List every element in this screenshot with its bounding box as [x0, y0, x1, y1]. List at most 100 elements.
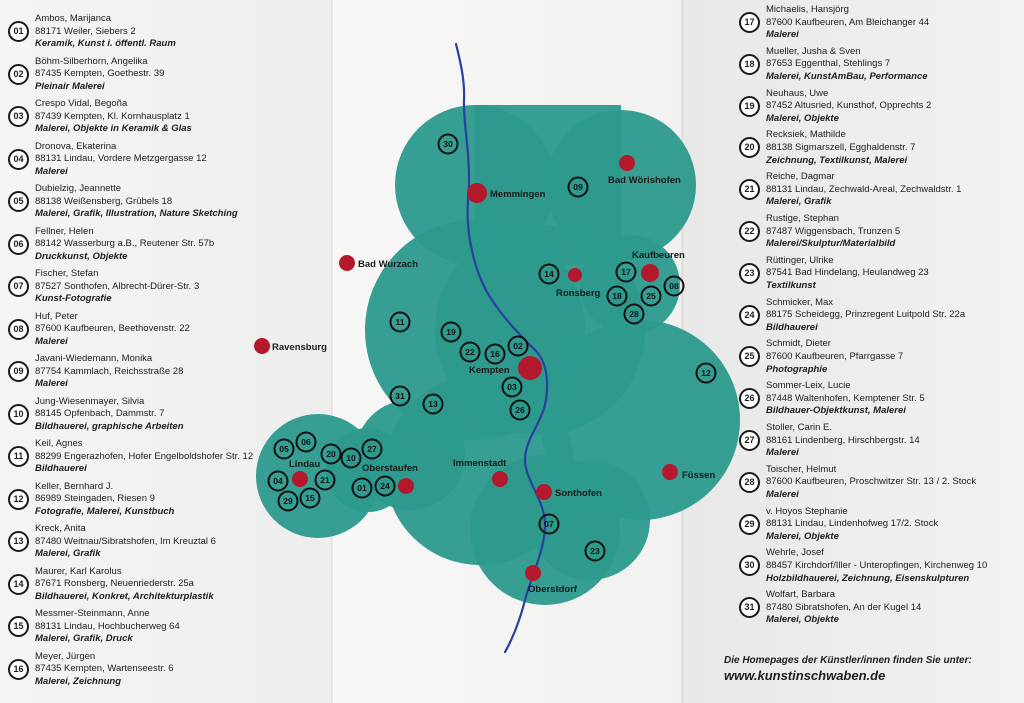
map-artist-marker: 29	[277, 490, 299, 512]
map-artist-marker: 15	[299, 487, 321, 509]
city-dot	[398, 478, 414, 494]
map-artist-marker: 31	[389, 385, 411, 407]
city-dot	[467, 183, 487, 203]
artist-name: Maurer, Karl Karolus	[35, 565, 122, 577]
artist-address: 87435 Kempten, Goethestr. 39	[35, 68, 165, 80]
marker-ring	[267, 470, 289, 492]
artist-description: Bildhauerei, Konkret, Architekturplastik	[35, 590, 214, 602]
artist-number-badge: 05	[8, 191, 29, 212]
artist-description: Bildhauerei	[35, 463, 87, 475]
artist-description: Malerei, Objekte	[766, 530, 839, 542]
artist-address: 87671 Ronsberg, Neuenriederstr. 25a	[35, 578, 194, 590]
artist-name: Rüttinger, Ulrike	[766, 254, 834, 266]
artist-number-badge: 14	[8, 573, 29, 595]
map-artist-marker: 25	[640, 285, 662, 307]
artist-name: Dronova, Ekaterina	[35, 140, 117, 152]
marker-number: 19	[446, 327, 456, 337]
map-artist-marker: 02	[507, 335, 529, 357]
marker-number: 05	[279, 444, 289, 454]
city-dot	[292, 471, 308, 487]
map-artist-marker: 24	[374, 475, 396, 497]
artist-address: 88161 Lindenberg, Hirschbergstr. 14	[766, 434, 920, 446]
artist-number-badge: 02	[8, 63, 29, 85]
map-artist-marker: 22	[459, 341, 481, 363]
map-artist-marker: 21	[314, 469, 336, 491]
artist-number-badge: 21	[739, 179, 760, 201]
artist-address: 87541 Bad Hindelang, Heulandweg 23	[766, 267, 929, 279]
artist-name: Kreck, Anita	[35, 523, 86, 534]
artist-description: Malerei	[766, 447, 799, 459]
artist-address: 87487 Wiggensbach, Trunzen 5	[766, 225, 901, 237]
artist-address: 88142 Wasserburg a.B., Reutener Str. 57b	[35, 238, 215, 250]
artist-name: Crespo Vidal, Begoña	[35, 98, 128, 109]
artist-address: 87480 Weitnau/Sibratshofen, Im Kreuztal …	[35, 535, 216, 547]
artist-number-badge: 07	[8, 276, 29, 297]
footer-text: Die Homepages der Künstler/innen finden …	[724, 655, 972, 666]
city-dot	[619, 155, 635, 171]
artist-address: 88131 Lindau, Hochbucherweg 64	[35, 620, 180, 632]
artist-address: 88299 Engerazhofen, Hofer Engelboldshofe…	[35, 450, 254, 462]
map-artist-marker: 16	[484, 343, 506, 365]
artist-number-badge: 30	[739, 555, 760, 577]
artist-number-badge: 06	[8, 233, 29, 255]
artist-address: 87439 Kempten, Kl. Kornhausplatz 1	[35, 110, 190, 122]
artist-name: Wolfart, Barbara	[766, 589, 835, 601]
marker-ring	[351, 477, 373, 499]
marker-ring	[389, 311, 411, 333]
city-label: Oberstdorf	[528, 584, 578, 595]
city-label: Immenstadt	[453, 458, 507, 469]
city-dot	[254, 338, 270, 354]
artist-name: Schmicker, Max	[766, 296, 834, 308]
marker-number: 03	[507, 382, 517, 392]
artist-name: Mueller, Jusha & Sven	[766, 45, 861, 57]
artist-number-badge: 24	[739, 304, 760, 326]
artist-number-badge: 23	[739, 262, 760, 284]
artist-name: Sommer-Leix, Lucie	[766, 380, 851, 392]
marker-number: 11	[396, 317, 405, 327]
artist-name: Neuhaus, Uwe	[766, 87, 829, 99]
marker-number: 24	[380, 481, 390, 491]
marker-ring	[440, 321, 462, 343]
fold-line	[331, 0, 333, 703]
artist-name: Dubielzig, Jeannette	[35, 183, 122, 194]
region-area	[256, 105, 740, 605]
city-dot	[518, 356, 542, 380]
marker-ring	[277, 490, 299, 512]
artist-description: Malerei, KunstAmBau, Performance	[766, 70, 928, 82]
map-artist-marker: 20	[320, 443, 342, 465]
artist-address: 88457 Kirchdorf/Iller - Unteropfingen, K…	[766, 559, 988, 571]
artist-name: Huf, Peter	[35, 310, 78, 322]
marker-number: 26	[515, 405, 525, 415]
map-artist-marker: 30	[437, 133, 459, 155]
artist-description: Malerei/Skulptur/Materialbild	[766, 238, 896, 250]
artist-description: Malerei, Objekte	[766, 112, 839, 124]
marker-number: 16	[490, 349, 500, 359]
city-label: Füssen	[682, 470, 715, 481]
city-label: Ravensburg	[272, 342, 327, 353]
map-artist-marker: 18	[606, 285, 628, 307]
marker-number: 25	[646, 291, 656, 301]
marker-ring	[273, 438, 295, 460]
artist-number-badge: 31	[739, 597, 760, 619]
artist-description: Malerei, Objekte in Keramik & Glas	[35, 123, 192, 135]
artist-address: 88131 Lindau, Lindenhofweg 17/2. Stock	[766, 518, 939, 530]
artist-description: Malerei	[766, 488, 799, 500]
city-dot	[662, 464, 678, 480]
artist-address: 87448 Waltenhofen, Kemptener Str. 5	[766, 392, 925, 404]
artist-number-badge: 04	[8, 148, 29, 170]
artist-description: Bildhauer-Objektkunst, Malerei	[766, 405, 906, 417]
artist-number-badge: 11	[8, 446, 29, 467]
footer-url[interactable]: www.kunstinschwaben.de	[724, 668, 886, 683]
map-artist-marker: 05	[273, 438, 295, 460]
marker-number: 01	[357, 483, 367, 493]
